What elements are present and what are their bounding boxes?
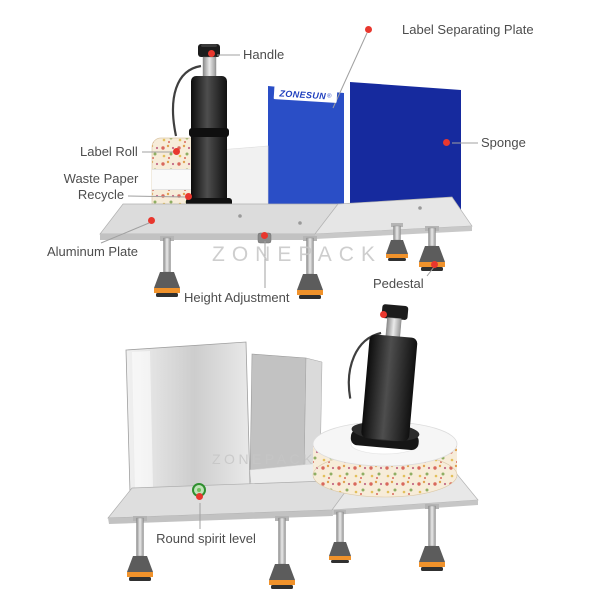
label-roll-marker-dot [173,148,180,155]
callout-round-spirit-level: Round spirit level [156,531,256,546]
registered-mark: ® [326,92,332,100]
round-spirit-level-marker-dot [196,493,203,500]
callout-height-adjustment: Height Adjustment [184,290,290,305]
callout-label-separating-plate: Label Separating Plate [402,22,534,37]
aluminum-plate-marker-dot [148,217,155,224]
callout-waste-paper-recycle: Waste Paper Recycle [63,171,139,203]
brand-logo: ZONESUN® [273,86,338,103]
watermark-top: ZONEPACK [212,243,382,266]
callout-label-roll: Label Roll [80,144,138,159]
height-adjustment-marker-dot [261,232,268,239]
sponge-part [350,82,461,212]
bottom-aluminum-plate [107,472,479,524]
pedestal-marker-dot [431,261,438,268]
callout-handle: Handle [243,47,285,62]
handle-assembly [172,44,232,208]
label-separating-plate-part [268,86,348,212]
handle-marker-dot [208,50,215,57]
bottom-machine-body [249,461,339,499]
machine-body [217,145,269,210]
waste-paper-marker-dot [185,193,192,200]
pedestal-leader-line [426,266,435,277]
label-separating-plate-marker-dot [365,26,372,33]
sponge-marker-dot [443,139,450,146]
callout-aluminum-plate: Aluminum Plate [47,244,139,259]
aluminum-plate-part [99,196,473,240]
aluminum-plate-leader-line [100,222,150,244]
bottom-handle-red-knob [380,311,387,318]
callout-sponge: Sponge [481,135,526,150]
watermark-bottom: ZONEPACK [212,451,316,467]
label-roll-part [151,137,217,213]
label-separating-plate-leader-line [332,32,368,109]
bottom-handle-assembly [347,304,420,451]
bottom-label-roll [312,421,458,498]
bottom-plates [125,341,323,493]
callout-pedestal: Pedestal [373,276,424,291]
brand-logo-text: ZONESUN [279,87,327,101]
